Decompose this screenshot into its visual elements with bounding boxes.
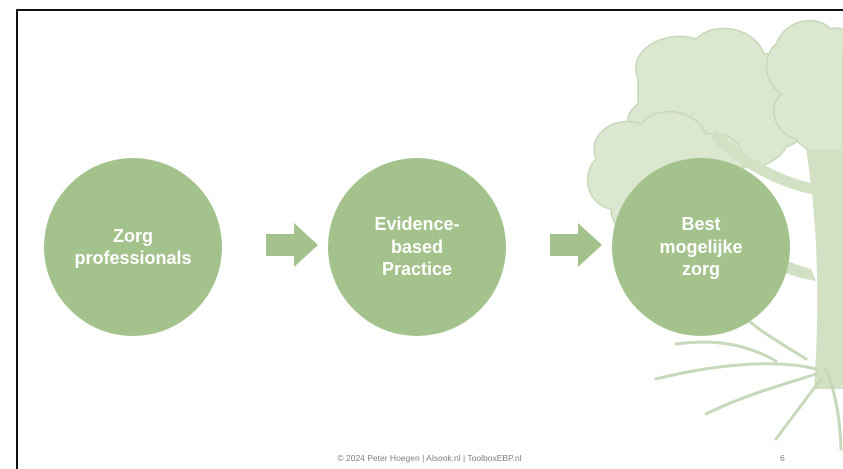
page-number: 6 bbox=[780, 453, 785, 463]
node-zorg-professionals: Zorg professionals bbox=[44, 158, 222, 336]
slide: Zorg professionals Evidence- based Pract… bbox=[16, 9, 843, 469]
node-best-mogelijke-zorg: Best mogelijke zorg bbox=[612, 158, 790, 336]
footer-text: © 2024 Peter Hoegen | Alsook.nl | Toolbo… bbox=[337, 453, 522, 463]
node-evidence-based-practice: Evidence- based Practice bbox=[328, 158, 506, 336]
right-arrow-icon bbox=[550, 223, 602, 267]
slide-border bbox=[16, 9, 18, 469]
slide-border bbox=[16, 9, 843, 11]
right-arrow-icon bbox=[266, 223, 318, 267]
node-label: Zorg professionals bbox=[74, 225, 192, 269]
node-label: Evidence- based Practice bbox=[374, 214, 460, 280]
node-label: Best mogelijke zorg bbox=[659, 214, 743, 280]
